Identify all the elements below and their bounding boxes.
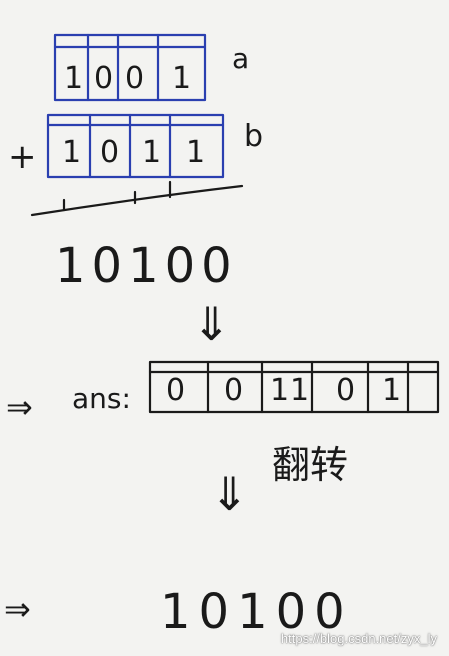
final-result: 10100 <box>160 584 353 640</box>
register-b-outline <box>46 113 225 179</box>
sum-underline <box>30 184 244 217</box>
ans-array-outline <box>148 360 440 414</box>
register-a-bit: 0 <box>125 61 144 96</box>
register-a: 1 0 0 1 a <box>53 33 249 102</box>
plus-sign: + <box>8 137 37 177</box>
sum-result: 10100 <box>55 238 238 294</box>
ans-bit: 1 <box>290 373 309 408</box>
register-b-label: b <box>244 119 263 154</box>
implies-arrow-icon: ⇒ <box>4 590 31 628</box>
register-a-label: a <box>232 42 249 75</box>
register-b-bit: 1 <box>186 135 205 170</box>
ans-bit: 0 <box>224 373 243 408</box>
ans-bit: 1 <box>270 373 289 408</box>
reverse-label: 翻转 <box>272 443 348 487</box>
sum-line <box>30 180 244 217</box>
final-row: ⇒ 10100 <box>4 584 353 640</box>
register-a-bit: 1 <box>64 61 83 96</box>
ans-label: ans: <box>72 382 131 415</box>
register-a-outline <box>53 33 207 102</box>
register-b-bit: 1 <box>62 135 81 170</box>
register-b: + 1 0 1 1 b <box>8 113 263 179</box>
implies-arrow-icon: ⇒ <box>6 388 33 426</box>
down-arrow-icon: ⇓ <box>210 467 249 521</box>
register-b-bit: 1 <box>142 135 161 170</box>
ans-bit: 1 <box>382 373 401 408</box>
watermark: https://blog.csdn.net/zyx_ly <box>280 631 437 646</box>
ans-bit: 0 <box>336 373 355 408</box>
down-arrow-icon: ⇓ <box>192 297 231 351</box>
register-b-bit: 0 <box>100 135 119 170</box>
reverse-step: ⇓ 翻转 <box>210 443 348 521</box>
ans-bit: 0 <box>166 373 185 408</box>
ans-row: ⇒ ans: 0 0 1 1 0 1 <box>6 360 440 426</box>
register-a-bit: 0 <box>94 61 113 96</box>
register-a-bit: 1 <box>172 61 191 96</box>
